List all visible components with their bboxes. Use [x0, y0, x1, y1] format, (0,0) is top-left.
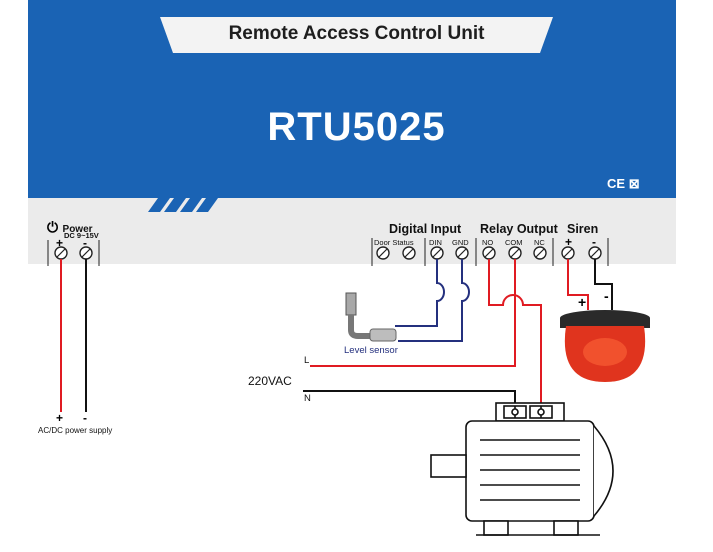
siren-wire-plus [567, 259, 589, 310]
din-label: DIN [429, 238, 442, 247]
siren-icon [560, 310, 650, 382]
psu-plus-label: + [56, 411, 64, 425]
vac-label: 220VAC [248, 374, 292, 388]
title-tab [160, 17, 553, 53]
power-plus-label: + [56, 236, 64, 250]
siren-wire-minus [594, 259, 613, 310]
weee-bin-icon: ⊠ [628, 176, 640, 191]
door-status-label: Door Status [374, 238, 414, 247]
power-minus-label: - [83, 236, 87, 250]
siren-minus-label: - [604, 288, 609, 304]
siren-minus-terminal-label: - [592, 235, 596, 249]
relay-output-heading: Relay Output [480, 222, 558, 236]
device-subtitle: Remote Access Control Unit [228, 23, 485, 44]
panel-stripes [148, 198, 218, 212]
live-wire [310, 259, 516, 367]
siren-plus-label: + [578, 294, 587, 310]
com-label: COM [505, 238, 523, 247]
model-name: RTU5025 [267, 105, 446, 149]
line-label: L [304, 355, 310, 366]
gnd-label: GND [452, 238, 469, 247]
screw-terminals [54, 246, 602, 260]
ce-mark: CE ⊠ [607, 176, 640, 191]
siren-heading: Siren [567, 222, 599, 236]
sensor-wire-gnd [398, 259, 470, 342]
relay-wire-no [488, 259, 542, 404]
psu-label: AC/DC power supply [38, 426, 113, 435]
neutral-wire [303, 390, 516, 404]
digital-input-heading: Digital Input [389, 222, 462, 236]
nc-label: NC [534, 238, 545, 247]
siren-plus-terminal-label: + [565, 235, 573, 249]
no-label: NO [482, 238, 494, 247]
power-icon: ⏻ [47, 219, 59, 235]
power-label: ⏻ Power [47, 219, 93, 235]
motor-icon [430, 402, 614, 536]
sensor-wire-din [395, 259, 445, 327]
neutral-label: N [304, 393, 311, 404]
level-sensor-icon [345, 292, 397, 342]
psu-minus-label: - [83, 411, 87, 425]
power-voltage: DC 9~15V [64, 231, 99, 240]
level-sensor-label: Level sensor [344, 345, 398, 356]
